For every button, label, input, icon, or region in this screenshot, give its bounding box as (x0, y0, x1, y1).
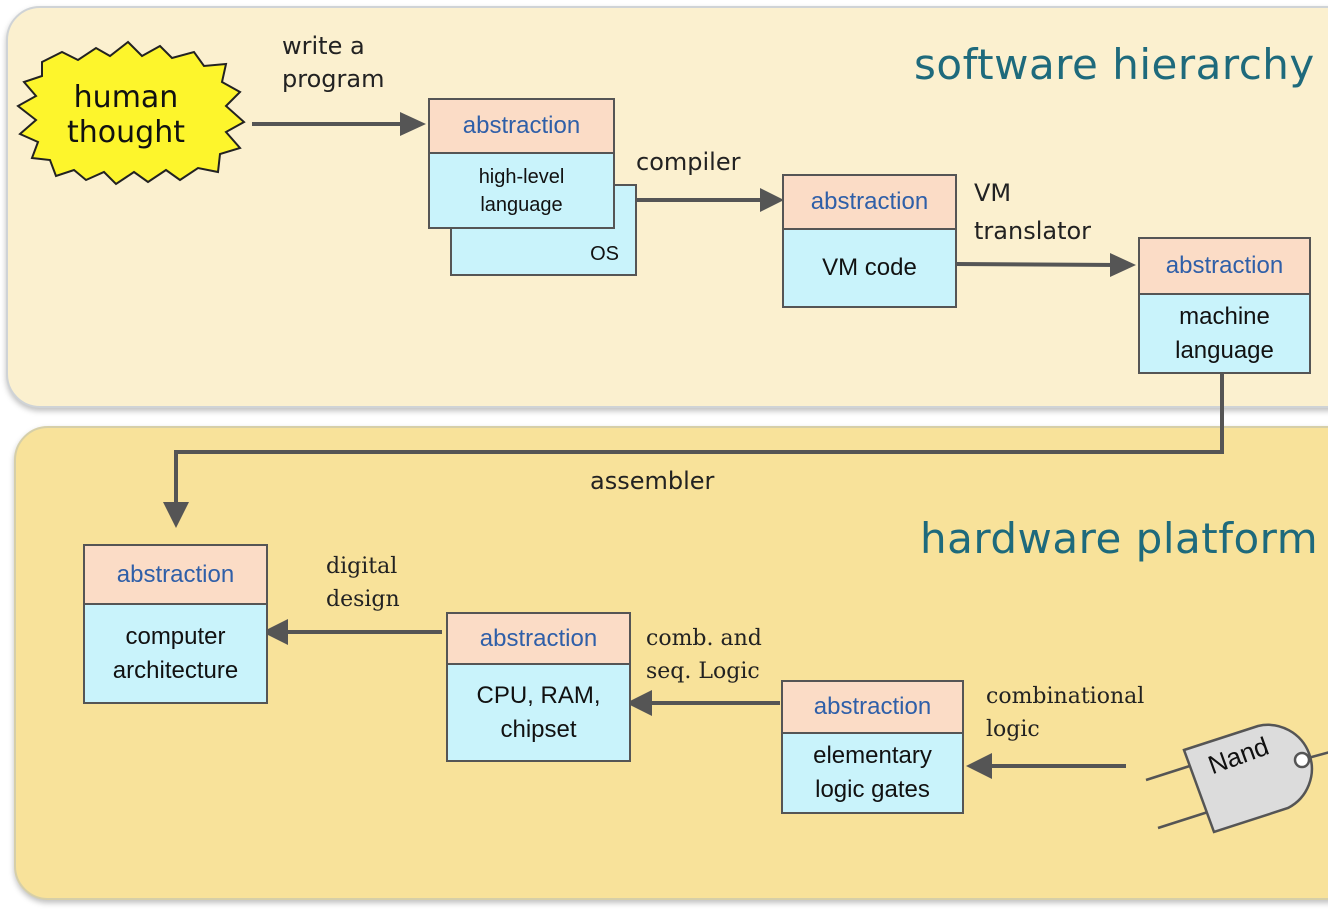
arrowhead-compiler (760, 188, 784, 212)
arrowhead-comb-seq (626, 690, 652, 716)
arrowhead-vm-translator (1110, 253, 1136, 277)
label-vm-translator-line2: translator (974, 217, 1092, 245)
nand-input-1 (1145, 762, 1197, 782)
label-write-program: write a program (282, 30, 384, 96)
human-thought-label: human thought (46, 80, 206, 150)
human-thought-starburst (16, 40, 246, 186)
computer-architecture-box: abstraction computer architecture (83, 544, 268, 704)
abstraction-header: abstraction (430, 100, 613, 154)
elementary-logic-gates-body: elementary logic gates (783, 734, 962, 812)
abstraction-header: abstraction (783, 682, 962, 734)
ml-line1: machine (1179, 302, 1270, 330)
nand-input-2 (1157, 810, 1209, 830)
label-combinational-logic: combinational logic (986, 680, 1144, 746)
arrow-assembler (174, 372, 1224, 504)
abstraction-header: abstraction (1140, 239, 1309, 295)
label-comb-seq-line1: comb. and (646, 626, 762, 651)
label-comb-seq-logic: comb. and seq. Logic (646, 622, 762, 688)
nand-output (1307, 751, 1328, 760)
abstraction-header: abstraction (85, 546, 266, 605)
nand-gate-icon (1145, 723, 1328, 834)
cpu-line2: chipset (500, 715, 577, 743)
elementary-logic-gates-box: abstraction elementary logic gates (781, 680, 964, 814)
label-comb-seq-line2: seq. Logic (646, 659, 760, 684)
label-digital-design: digital design (326, 550, 400, 616)
arrow-vm-translator (955, 262, 1119, 267)
abstraction-header: abstraction (448, 614, 629, 665)
nand-body (1182, 723, 1314, 834)
ml-line2: language (1175, 336, 1274, 364)
arrowhead-assembler (163, 502, 189, 528)
gates-line1: elementary (813, 742, 932, 769)
ca-line1: computer (125, 622, 226, 650)
arrowhead-write-program (400, 112, 426, 136)
machine-language-box: abstraction machine language (1138, 237, 1311, 374)
human-thought-line2: thought (67, 115, 185, 150)
cpu-ram-chipset-box: abstraction CPU, RAM, chipset (446, 612, 631, 762)
vm-code-body: VM code (822, 254, 917, 281)
software-hierarchy-title: software hierarchy (914, 40, 1315, 89)
label-combinational-line1: combinational (986, 684, 1145, 709)
nand-bubble (1293, 751, 1311, 769)
abstraction-header: abstraction (784, 176, 955, 230)
ca-line2: architecture (112, 656, 239, 684)
label-digital-design-line2: design (326, 587, 400, 612)
software-hierarchy-panel (6, 6, 1328, 408)
arrowhead-digital-design (262, 619, 288, 645)
os-label: OS (590, 243, 619, 265)
label-assembler: assembler (590, 467, 715, 495)
label-combinational-line2: logic (986, 717, 1040, 742)
label-write-program-line2: program (282, 65, 385, 93)
machine-language-body: machine language (1140, 295, 1309, 372)
label-vm-translator-line1: VM (974, 179, 1012, 207)
gates-line2: logic gates (815, 776, 930, 803)
starburst-shape (16, 40, 246, 186)
arrowhead-combinational (966, 753, 992, 779)
label-compiler: compiler (636, 148, 741, 176)
label-vm-translator: VM translator (974, 174, 1091, 250)
computer-architecture-body: computer architecture (85, 605, 266, 702)
label-digital-design-line1: digital (326, 554, 398, 579)
hll-line1: high-level (478, 165, 565, 188)
vm-code-box: abstraction VM code (782, 174, 957, 308)
high-level-language-body: high-level language (430, 154, 613, 227)
cpu-line1: CPU, RAM, (476, 681, 601, 709)
label-write-program-line1: write a (282, 32, 365, 60)
hll-line2: language (480, 193, 563, 216)
hardware-platform-title: hardware platform (920, 514, 1319, 563)
cpu-ram-chipset-body: CPU, RAM, chipset (448, 665, 629, 760)
human-thought-line1: human (73, 80, 179, 115)
high-level-language-box: abstraction high-level language (428, 98, 615, 229)
